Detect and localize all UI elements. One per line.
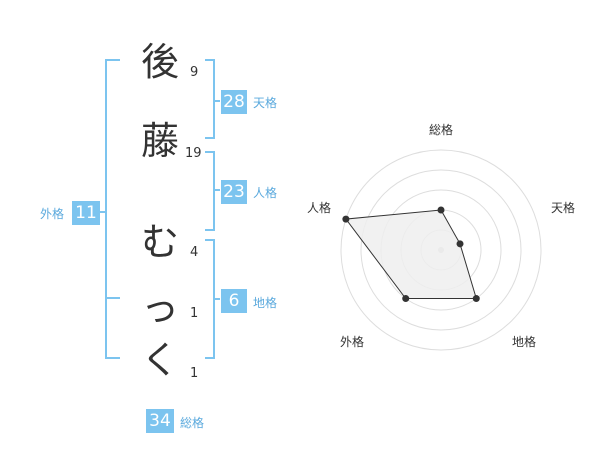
soukaku-value: 34 xyxy=(146,409,174,433)
chikaku-value: 6 xyxy=(221,289,247,313)
radar-point xyxy=(456,240,464,248)
radar-point xyxy=(342,215,350,223)
gaikaku-label: 外格 xyxy=(40,207,65,221)
chikaku-label: 地格 xyxy=(253,296,278,310)
stroke-count-3: 4 xyxy=(190,245,199,260)
jinkaku-value: 23 xyxy=(221,180,247,204)
radar-point xyxy=(437,206,445,214)
tenkaku-bracket xyxy=(205,59,215,139)
radar-ring xyxy=(360,169,522,331)
radar-axis-label: 外格 xyxy=(340,334,364,349)
radar-axis-label: 総格 xyxy=(429,122,453,137)
stroke-count-4: 1 xyxy=(190,306,199,321)
tenkaku-label: 天格 xyxy=(253,96,278,110)
stroke-count-5: 1 xyxy=(190,366,199,381)
radar-axis-label: 人格 xyxy=(307,200,331,215)
radar-point xyxy=(402,295,410,303)
radar-polygon xyxy=(344,209,477,299)
name-char-4: っ xyxy=(140,286,179,330)
jinkaku-label: 人格 xyxy=(253,186,278,200)
name-char-1: 後 xyxy=(140,40,179,84)
name-char-5: く xyxy=(140,338,179,382)
stroke-count-2: 19 xyxy=(185,146,202,161)
radar-axis-label: 地格 xyxy=(512,334,536,349)
stroke-count-1: 9 xyxy=(190,65,199,80)
gaikaku-bracket xyxy=(105,59,120,359)
name-char-3: む xyxy=(140,220,179,264)
gaikaku-value: 11 xyxy=(72,201,100,225)
radar-point xyxy=(472,295,480,303)
tenkaku-value: 28 xyxy=(221,90,247,114)
radar-ring xyxy=(340,149,542,351)
radar-axis-label: 天格 xyxy=(551,200,575,215)
name-char-2: 藤 xyxy=(140,119,179,163)
soukaku-label: 総格 xyxy=(180,416,205,430)
